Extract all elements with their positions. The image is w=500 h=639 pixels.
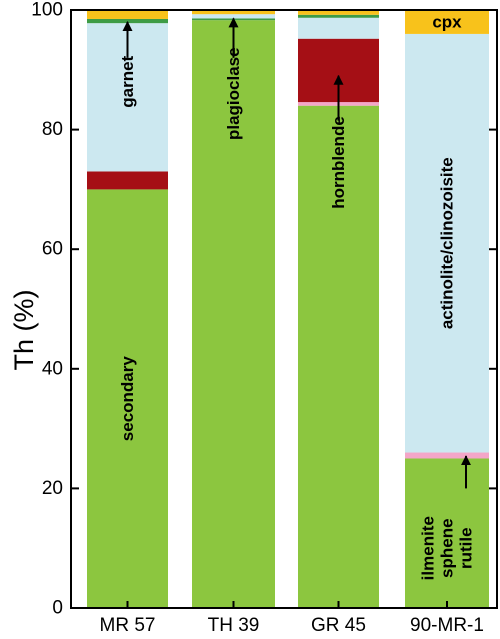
bar-segment-gr-45 bbox=[298, 105, 379, 609]
bar-segment-gr-45 bbox=[298, 14, 379, 18]
y-tick-label: 0 bbox=[52, 598, 63, 619]
annotations: secondary garnet plagioclase hornblende acti… bbox=[118, 12, 476, 580]
bar-segment-90-mr-1 bbox=[405, 33, 489, 453]
annotation-hornblende: hornblende bbox=[329, 116, 348, 209]
bar-segment-th-39 bbox=[192, 10, 275, 15]
bar-segment-gr-45 bbox=[298, 17, 379, 39]
bar-segment-gr-45 bbox=[298, 10, 379, 15]
y-tick-label: 60 bbox=[42, 239, 63, 260]
y-tick-label: 20 bbox=[42, 478, 63, 499]
x-tick-label-th-39: TH 39 bbox=[208, 615, 260, 636]
y-tick-label: 40 bbox=[42, 358, 63, 379]
annotation-secondary: secondary bbox=[118, 356, 137, 442]
plot-frame bbox=[70, 9, 498, 609]
annotation-plagioclase: plagioclase bbox=[224, 47, 243, 140]
annotation-rutile: rutile bbox=[457, 527, 476, 569]
bar-segment-th-39 bbox=[192, 14, 275, 19]
bar-segment-mr-57 bbox=[87, 171, 168, 190]
bar-segment-90-mr-1 bbox=[405, 458, 489, 608]
bar-segment-mr-57 bbox=[87, 10, 168, 19]
annotation-sphene: sphene bbox=[438, 518, 457, 578]
x-tick-label-90-mr-1: 90-MR-1 bbox=[410, 615, 484, 636]
bar-segment-th-39 bbox=[192, 20, 275, 608]
bar-segment-90-mr-1 bbox=[405, 452, 489, 459]
annotation-garnet: garnet bbox=[118, 55, 137, 107]
x-tick-label-gr-45: GR 45 bbox=[311, 615, 366, 636]
bar-segment-mr-57 bbox=[87, 189, 168, 608]
axes: 0 20 40 60 80 100 MR 57 TH 39 GR 45 90-MR-1 bbox=[31, 0, 498, 636]
annotation-ilmenite: ilmenite bbox=[419, 516, 438, 580]
x-tick-label-mr-57: MR 57 bbox=[100, 615, 156, 636]
annotation-actinolite-clinozoisite: actinolite/clinozoisite bbox=[438, 157, 457, 329]
bar-segments bbox=[87, 10, 489, 609]
bar-segment-90-mr-1 bbox=[405, 10, 489, 34]
y-tick-label: 100 bbox=[31, 0, 63, 21]
y-axis-title: Th (%) bbox=[9, 290, 39, 371]
annotation-cpx: cpx bbox=[432, 12, 462, 31]
y-tick-label: 80 bbox=[42, 119, 63, 140]
